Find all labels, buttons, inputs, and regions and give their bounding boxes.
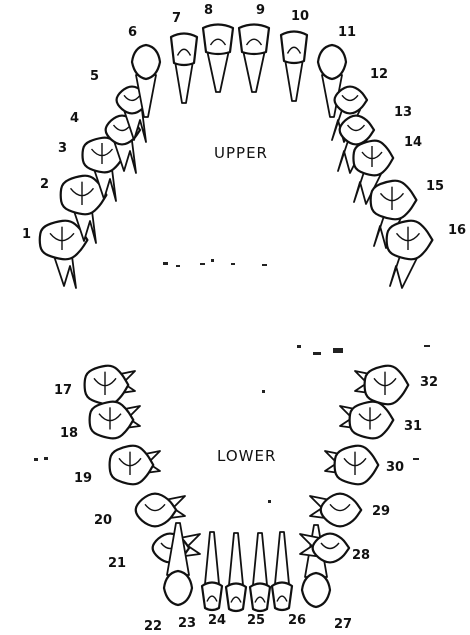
- lower-tooth: [250, 533, 270, 611]
- tooth-number-23: 23: [178, 616, 196, 631]
- tooth-number-18: 18: [60, 426, 78, 441]
- lower-tooth: [340, 402, 393, 439]
- lower-arch-label: LOWER: [217, 447, 276, 465]
- upper-arch-label: UPPER: [214, 144, 268, 162]
- tooth-number-2: 2: [40, 177, 49, 192]
- upper-tooth: [281, 32, 307, 102]
- tooth-number-22: 22: [144, 619, 162, 634]
- tooth-number-10: 10: [291, 9, 309, 24]
- tooth-number-9: 9: [256, 3, 265, 18]
- tooth-number-6: 6: [128, 25, 137, 40]
- lower-tooth: [90, 402, 140, 439]
- tooth-number-5: 5: [90, 69, 99, 84]
- lower-arch: [85, 366, 409, 611]
- tooth-number-20: 20: [94, 513, 112, 528]
- upper-tooth: [203, 25, 233, 93]
- lower-tooth: [272, 532, 292, 610]
- lower-tooth: [202, 532, 222, 610]
- lower-tooth: [310, 494, 361, 527]
- tooth-number-13: 13: [394, 105, 412, 120]
- tooth-number-29: 29: [372, 504, 390, 519]
- tooth-number-4: 4: [70, 111, 79, 126]
- lower-tooth: [110, 446, 160, 485]
- tooth-number-25: 25: [247, 613, 265, 628]
- lower-tooth: [85, 366, 135, 405]
- upper-tooth: [239, 25, 269, 93]
- lower-tooth: [136, 494, 185, 527]
- tooth-number-31: 31: [404, 419, 422, 434]
- tooth-number-11: 11: [338, 25, 356, 40]
- tooth-number-28: 28: [352, 548, 370, 563]
- tooth-number-17: 17: [54, 383, 72, 398]
- lower-tooth: [226, 533, 246, 611]
- tooth-number-30: 30: [386, 460, 404, 475]
- tooth-number-21: 21: [108, 556, 126, 571]
- tooth-number-3: 3: [58, 141, 67, 156]
- tooth-number-15: 15: [426, 179, 444, 194]
- tooth-number-8: 8: [204, 3, 213, 18]
- tooth-number-24: 24: [208, 613, 226, 628]
- tooth-number-26: 26: [288, 613, 306, 628]
- tooth-number-16: 16: [448, 223, 466, 238]
- tooth-number-27: 27: [334, 617, 352, 632]
- upper-tooth: [171, 34, 197, 104]
- upper-tooth: [387, 221, 433, 288]
- tooth-number-32: 32: [420, 375, 438, 390]
- tooth-number-7: 7: [172, 11, 181, 26]
- tooth-number-12: 12: [370, 67, 388, 82]
- tooth-number-1: 1: [22, 227, 31, 242]
- tooth-number-19: 19: [74, 471, 92, 486]
- lower-tooth: [325, 446, 378, 485]
- tooth-number-14: 14: [404, 135, 422, 150]
- lower-tooth: [355, 366, 408, 405]
